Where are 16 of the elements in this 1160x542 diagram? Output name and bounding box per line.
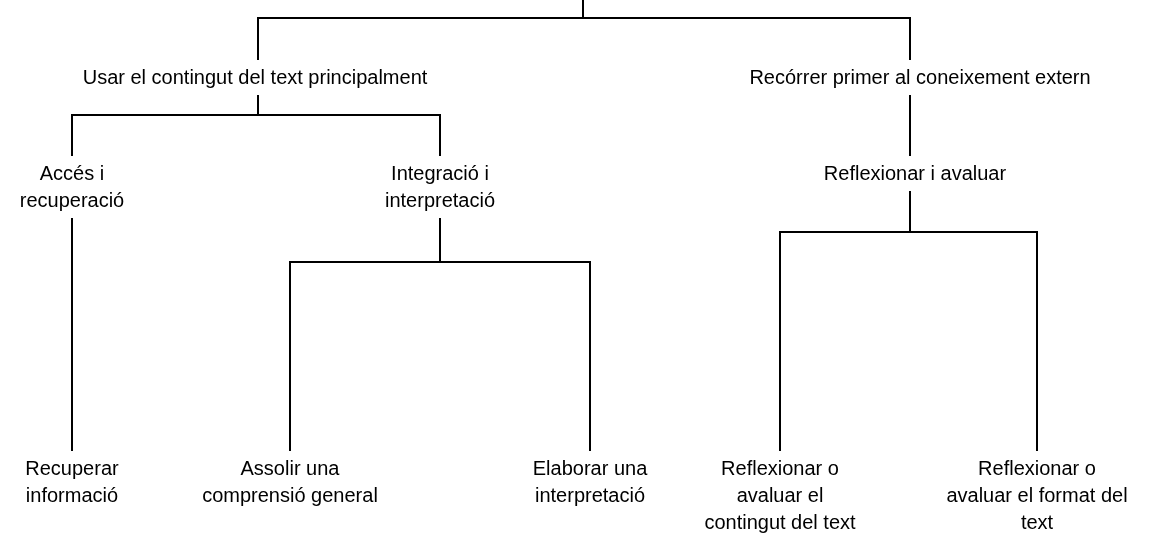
node-label: Usar el contingut del text principalment bbox=[5, 64, 505, 91]
connector-line bbox=[71, 217, 73, 452]
connector-line bbox=[582, 0, 911, 61]
connector-line bbox=[909, 190, 1038, 452]
node-label: Recórrer primer al coneixement extern bbox=[680, 64, 1160, 91]
node-label: Accés i recuperació bbox=[12, 160, 132, 214]
node-label: Recuperar informació bbox=[9, 455, 135, 509]
node-label: Reflexionar o avaluar el contingut del text bbox=[696, 455, 864, 536]
node-label: Assolir una comprensió general bbox=[190, 455, 390, 509]
connector-line bbox=[257, 94, 441, 157]
connector-line bbox=[909, 94, 911, 157]
node-label: Reflexionar o avaluar el format del text bbox=[946, 455, 1128, 536]
node-label: Integració i interpretació bbox=[375, 160, 505, 214]
node-label: Elaborar una interpretació bbox=[505, 455, 675, 509]
node-label: Reflexionar i avaluar bbox=[785, 160, 1045, 187]
connector-line bbox=[439, 217, 591, 452]
